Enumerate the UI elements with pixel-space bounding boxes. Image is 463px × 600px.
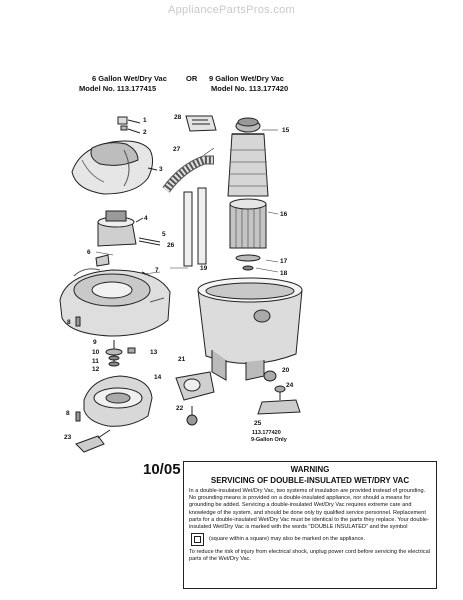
callout-3: 3 xyxy=(159,166,163,173)
callout-14: 14 xyxy=(154,374,162,381)
hose-part xyxy=(162,155,214,193)
motor-cover-part xyxy=(71,140,158,195)
extension-wands-part xyxy=(183,187,207,267)
callout-26: 26 xyxy=(167,242,175,249)
warning-paragraph-1: In a double-insulated Wet/Dry Vac, two s… xyxy=(189,488,429,531)
callout-17: 17 xyxy=(280,258,288,265)
caster-part xyxy=(186,406,198,426)
callout-1: 1 xyxy=(143,117,147,124)
warning-paragraph-2: To reduce the risk of injury from electr… xyxy=(189,549,430,563)
callout-25: 25 xyxy=(254,420,262,427)
warning-symbol-note: (square within a square) may also be mar… xyxy=(209,536,366,543)
drain-plug-part xyxy=(263,370,277,382)
floor-nozzle-part xyxy=(75,429,111,453)
cartridge-filter-part xyxy=(229,198,267,249)
warning-subtitle: SERVICING OF DOUBLE-INSULATED WET/DRY VA… xyxy=(210,476,410,485)
callout-16: 16 xyxy=(280,211,288,218)
caster-base-part xyxy=(175,371,215,401)
filter-cage-part xyxy=(83,375,153,427)
header-or: OR xyxy=(186,74,198,83)
watermark: AppliancePartsPros.com xyxy=(167,4,296,16)
callout-11: 11 xyxy=(92,358,99,365)
revision-date: 10/05 xyxy=(143,461,181,478)
retainer-part xyxy=(235,254,261,271)
callout-22: 22 xyxy=(176,405,184,412)
hardware-bag-part xyxy=(185,115,217,132)
warning-title: WARNING xyxy=(290,465,330,474)
callout-13: 13 xyxy=(150,349,158,356)
callout-23: 23 xyxy=(64,434,72,441)
callout-19: 19 xyxy=(200,265,208,272)
motor-part xyxy=(97,210,144,247)
callout-15: 15 xyxy=(282,127,290,134)
utility-nozzle-part xyxy=(257,385,301,415)
callout-28: 28 xyxy=(174,114,182,121)
header-right-model: Model No. 113.177420 xyxy=(211,84,289,93)
screw-part xyxy=(75,316,81,422)
callout-8: 8 xyxy=(67,319,71,326)
caption-note: 9-Gallon Only xyxy=(251,437,287,443)
double-insulated-symbol-row: (square within a square) may also be mar… xyxy=(189,533,431,547)
callout-7: 7 xyxy=(155,267,159,274)
callout-18: 18 xyxy=(280,270,288,277)
callout-24: 24 xyxy=(286,382,294,389)
header-left-model: Model No. 113.177415 xyxy=(79,84,157,93)
callout-9: 9 xyxy=(93,339,97,346)
header-left-title: 6 Gallon Wet/Dry Vac xyxy=(92,74,167,83)
callout-27: 27 xyxy=(173,146,181,153)
callout-10: 10 xyxy=(92,349,100,356)
foam-filter-part xyxy=(227,117,269,197)
callout-4: 4 xyxy=(144,215,148,222)
callout-12: 12 xyxy=(92,366,100,373)
float-hardware xyxy=(105,340,136,367)
callout-20: 20 xyxy=(282,367,290,374)
warning-box: WARNING SERVICING OF DOUBLE-INSULATED WE… xyxy=(183,461,437,589)
double-insulated-symbol-icon xyxy=(191,533,204,547)
callout-8-lower: 8 xyxy=(66,410,70,417)
callout-21: 21 xyxy=(178,356,186,363)
caption-model: 113.177420 xyxy=(252,430,281,436)
switch-part xyxy=(117,116,141,134)
lid-part xyxy=(59,268,171,337)
callout-2: 2 xyxy=(143,129,147,136)
callout-5: 5 xyxy=(162,231,166,238)
callout-6: 6 xyxy=(87,249,91,256)
header-right-title: 9 Gallon Wet/Dry Vac xyxy=(209,74,284,83)
drum-part xyxy=(197,277,303,381)
hardware-5-6 xyxy=(95,237,161,267)
